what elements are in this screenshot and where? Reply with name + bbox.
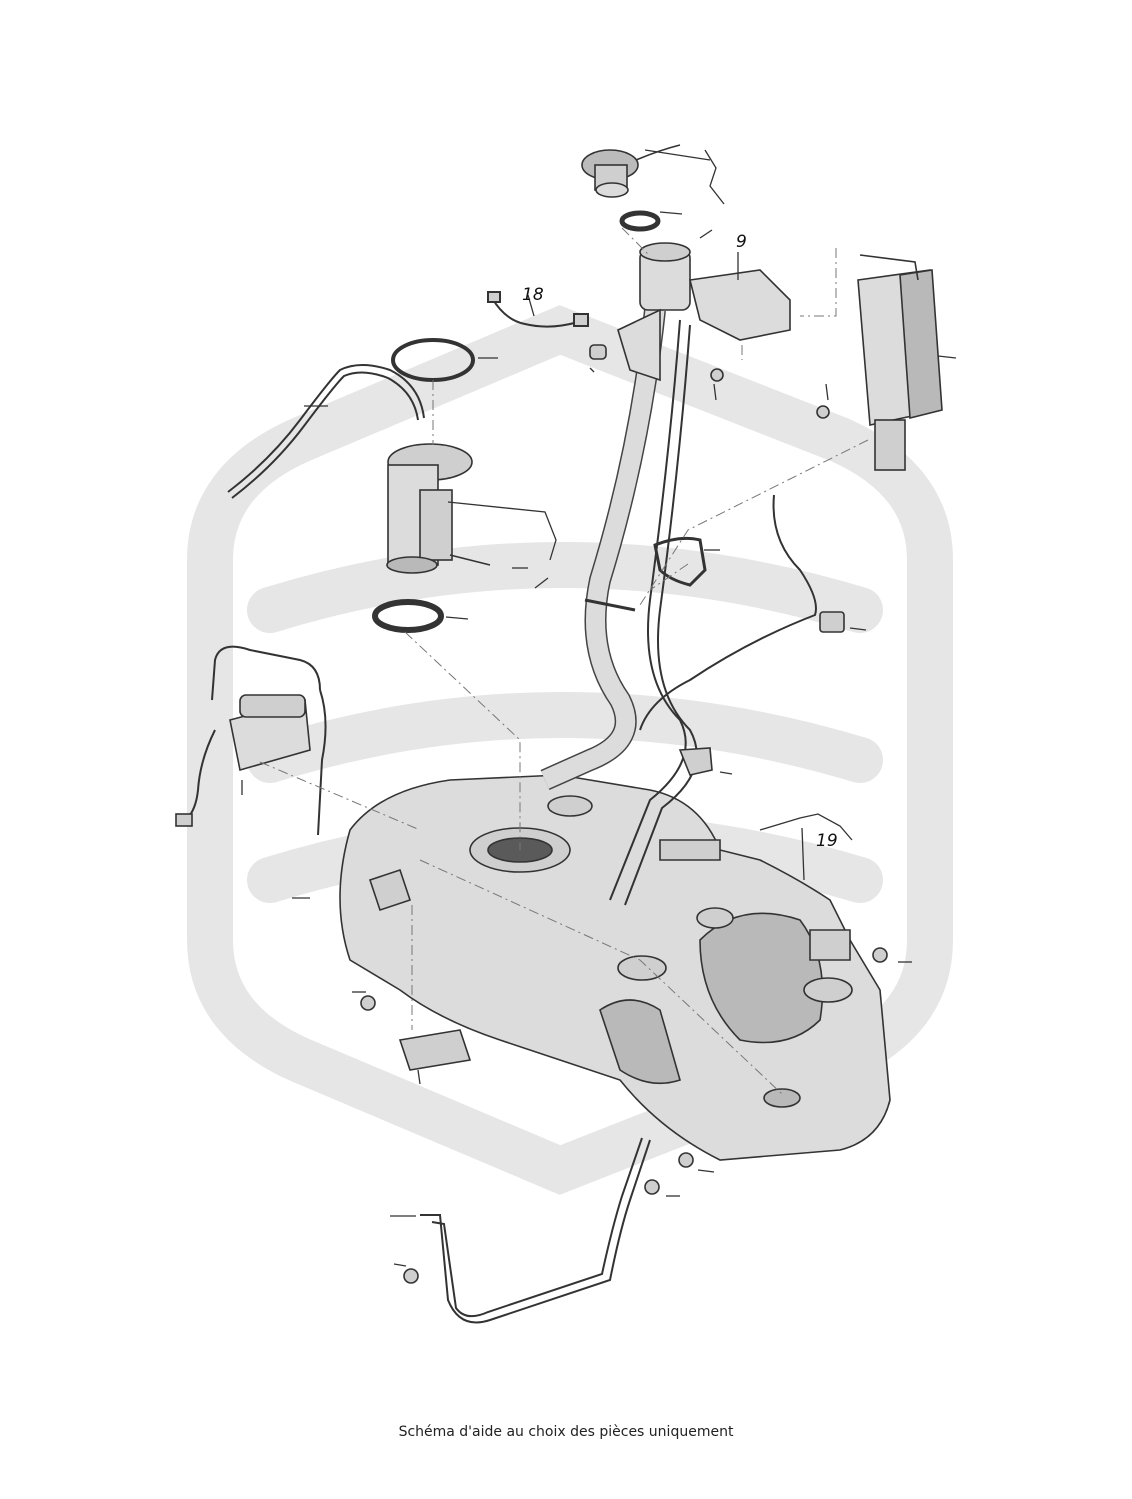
fuel-line-right xyxy=(639,494,817,731)
fuel-cap xyxy=(581,144,681,232)
fuel-tank xyxy=(339,774,891,1161)
charcoal-canister xyxy=(857,254,943,471)
assembly-guide-lines xyxy=(259,227,869,1095)
leader-lines xyxy=(241,149,957,1267)
wiring-harness xyxy=(487,291,589,328)
callout-9: 9 xyxy=(736,232,747,252)
fuel-line-left xyxy=(227,364,425,499)
clamps-and-bolts xyxy=(360,344,888,1284)
diagram-caption: Schéma d'aide au choix des pièces unique… xyxy=(398,1424,734,1440)
callout-18: 18 xyxy=(522,285,544,305)
callout-19: 19 xyxy=(816,831,838,851)
fuel-filter-assembly xyxy=(175,645,327,836)
tank-strap xyxy=(420,1137,651,1324)
fuel-pump-module xyxy=(372,338,491,633)
filler-neck-housing xyxy=(617,242,791,382)
